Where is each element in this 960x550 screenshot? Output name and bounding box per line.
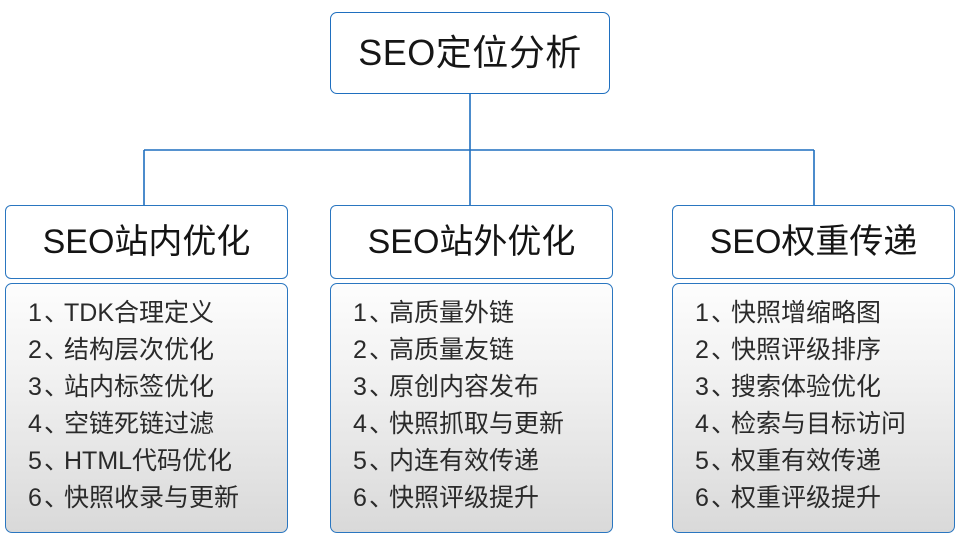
list-item-index: 4 <box>353 410 367 438</box>
list-item-text: 快照收录与更新 <box>64 484 240 512</box>
list-item-text: 快照抓取与更新 <box>389 410 565 438</box>
list-item-index: 5 <box>353 447 367 475</box>
list-item[interactable]: 2 、 结构层次优化 <box>28 330 287 367</box>
branch-header-3[interactable]: SEO权重传递 <box>672 205 955 279</box>
list-item-text: 权重评级提升 <box>731 484 882 512</box>
list-item-index: 2 <box>695 336 709 364</box>
list-item[interactable]: 2 、 快照评级排序 <box>695 330 954 367</box>
branch-column-2: SEO站外优化 1 、 高质量外链 2 、 高质量友链 3 、 原创内容发布 <box>330 205 613 533</box>
list-item-text: 内连有效传递 <box>389 447 540 475</box>
list-item[interactable]: 5 、 权重有效传递 <box>695 441 954 478</box>
list-item-index: 4 <box>28 410 42 438</box>
list-item-separator: 、 <box>369 410 395 438</box>
list-item-text: 快照评级提升 <box>389 484 540 512</box>
list-item-separator: 、 <box>711 336 737 364</box>
branch-column-3: SEO权重传递 1 、 快照增缩略图 2 、 快照评级排序 3 、 搜索体验优化 <box>672 205 955 533</box>
list-item-text: 快照评级排序 <box>731 336 882 364</box>
list-item[interactable]: 1 、 TDK合理定义 <box>28 293 287 330</box>
item-list-1: 1 、 TDK合理定义 2 、 结构层次优化 3 、 站内标签优化 4 、 <box>6 293 287 515</box>
list-item-separator: 、 <box>711 484 737 512</box>
list-item-text: 站内标签优化 <box>64 373 215 401</box>
branch-body-2: 1 、 高质量外链 2 、 高质量友链 3 、 原创内容发布 4 、 快 <box>330 283 613 533</box>
list-item-separator: 、 <box>711 373 737 401</box>
list-item-separator: 、 <box>369 373 395 401</box>
list-item[interactable]: 1 、 快照增缩略图 <box>695 293 954 330</box>
list-item[interactable]: 6 、 快照收录与更新 <box>28 478 287 515</box>
list-item-separator: 、 <box>711 299 737 327</box>
list-item-text: 高质量友链 <box>389 336 515 364</box>
list-item-separator: 、 <box>711 410 737 438</box>
list-item[interactable]: 4 、 检索与目标访问 <box>695 404 954 441</box>
list-item-index: 6 <box>28 484 42 512</box>
list-item-text: 快照增缩略图 <box>731 299 882 327</box>
branch-body-3: 1 、 快照增缩略图 2 、 快照评级排序 3 、 搜索体验优化 4 、 <box>672 283 955 533</box>
branch-header-2[interactable]: SEO站外优化 <box>330 205 613 279</box>
root-node-label: SEO定位分析 <box>358 32 582 73</box>
list-item-index: 4 <box>695 410 709 438</box>
list-item-separator: 、 <box>44 299 70 327</box>
list-item-separator: 、 <box>44 373 70 401</box>
list-item-text: 结构层次优化 <box>64 336 215 364</box>
list-item[interactable]: 5 、 内连有效传递 <box>353 441 612 478</box>
list-item[interactable]: 6 、 快照评级提升 <box>353 478 612 515</box>
list-item-index: 1 <box>28 299 42 327</box>
root-node[interactable]: SEO定位分析 <box>330 12 610 94</box>
list-item-index: 1 <box>695 299 709 327</box>
branch-header-label-3: SEO权重传递 <box>709 223 918 261</box>
branch-header-1[interactable]: SEO站内优化 <box>5 205 288 279</box>
item-list-2: 1 、 高质量外链 2 、 高质量友链 3 、 原创内容发布 4 、 快 <box>331 293 612 515</box>
list-item-text: 空链死链过滤 <box>64 410 215 438</box>
list-item-separator: 、 <box>711 447 737 475</box>
branch-column-1: SEO站内优化 1 、 TDK合理定义 2 、 结构层次优化 3 、 站内标签优… <box>5 205 288 533</box>
list-item-index: 5 <box>695 447 709 475</box>
list-item-index: 5 <box>28 447 42 475</box>
branch-header-label-1: SEO站内优化 <box>42 223 251 261</box>
list-item[interactable]: 4 、 空链死链过滤 <box>28 404 287 441</box>
list-item-text: 搜索体验优化 <box>731 373 882 401</box>
branch-body-1: 1 、 TDK合理定义 2 、 结构层次优化 3 、 站内标签优化 4 、 <box>5 283 288 533</box>
list-item-text: TDK合理定义 <box>64 299 215 327</box>
list-item-index: 3 <box>695 373 709 401</box>
list-item-separator: 、 <box>369 299 395 327</box>
list-item-text: HTML代码优化 <box>64 447 233 475</box>
list-item-index: 1 <box>353 299 367 327</box>
list-item[interactable]: 3 、 原创内容发布 <box>353 367 612 404</box>
list-item-index: 6 <box>695 484 709 512</box>
list-item-text: 权重有效传递 <box>731 447 882 475</box>
item-list-3: 1 、 快照增缩略图 2 、 快照评级排序 3 、 搜索体验优化 4 、 <box>673 293 954 515</box>
list-item-index: 6 <box>353 484 367 512</box>
list-item-separator: 、 <box>369 447 395 475</box>
list-item-text: 检索与目标访问 <box>731 410 907 438</box>
list-item-text: 高质量外链 <box>389 299 515 327</box>
list-item-index: 2 <box>28 336 42 364</box>
list-item[interactable]: 5 、 HTML代码优化 <box>28 441 287 478</box>
list-item[interactable]: 2 、 高质量友链 <box>353 330 612 367</box>
list-item-separator: 、 <box>44 484 70 512</box>
list-item-separator: 、 <box>369 336 395 364</box>
list-item[interactable]: 1 、 高质量外链 <box>353 293 612 330</box>
list-item-text: 原创内容发布 <box>389 373 540 401</box>
list-item[interactable]: 3 、 搜索体验优化 <box>695 367 954 404</box>
list-item-index: 3 <box>28 373 42 401</box>
list-item-index: 3 <box>353 373 367 401</box>
list-item-separator: 、 <box>44 336 70 364</box>
list-item-separator: 、 <box>44 447 70 475</box>
list-item-separator: 、 <box>369 484 395 512</box>
list-item-separator: 、 <box>44 410 70 438</box>
branch-header-label-2: SEO站外优化 <box>367 223 576 261</box>
list-item[interactable]: 6 、 权重评级提升 <box>695 478 954 515</box>
list-item-index: 2 <box>353 336 367 364</box>
list-item[interactable]: 3 、 站内标签优化 <box>28 367 287 404</box>
list-item[interactable]: 4 、 快照抓取与更新 <box>353 404 612 441</box>
